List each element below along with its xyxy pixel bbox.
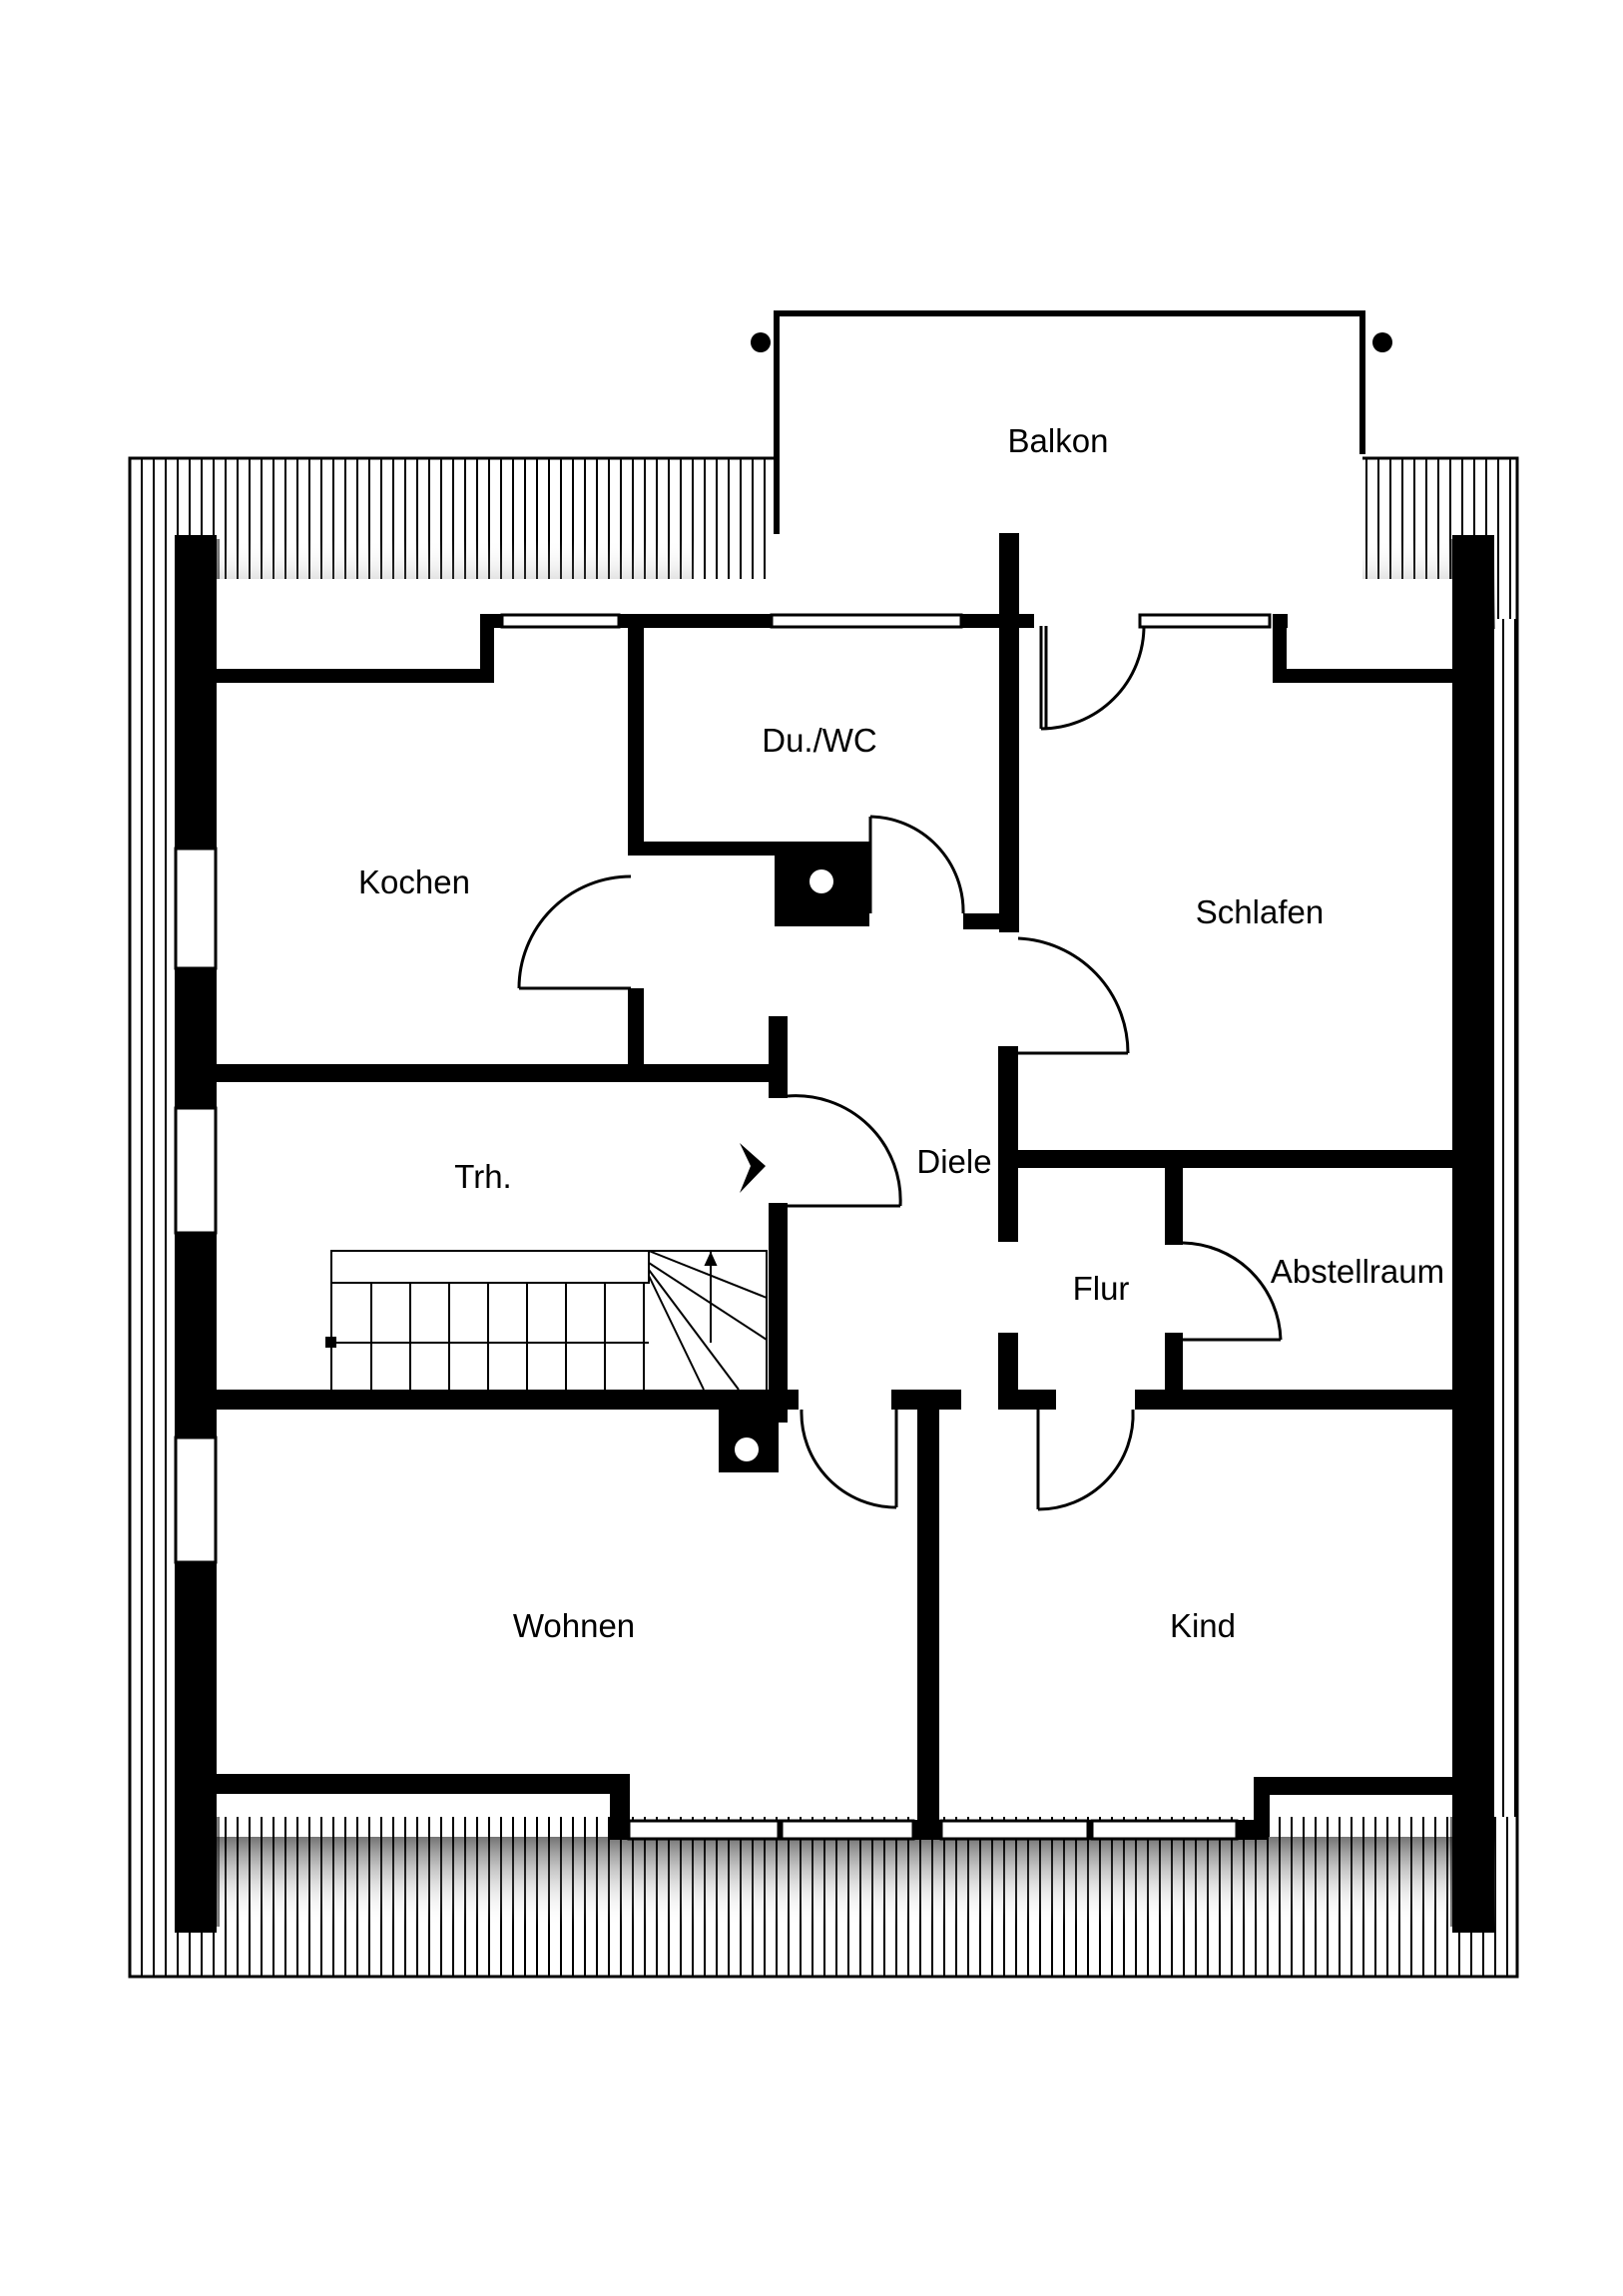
room-label-abstellraum: Abstellraum — [1271, 1253, 1444, 1290]
balcony — [751, 310, 1392, 534]
room-label-kind: Kind — [1170, 1607, 1236, 1644]
room-label-du-wc: Du./WC — [762, 722, 877, 759]
chimneys — [735, 869, 833, 1461]
room-label-diele: Diele — [916, 1143, 991, 1180]
roof-outline — [128, 456, 1519, 1979]
windows — [174, 613, 1272, 1841]
room-label-kochen: Kochen — [358, 863, 470, 900]
room-label-balkon: Balkon — [1008, 422, 1109, 459]
room-label-wohnen: Wohnen — [513, 1607, 635, 1644]
door-swings — [517, 625, 1283, 1511]
room-label-schlafen: Schlafen — [1196, 893, 1324, 930]
staircase — [325, 1250, 768, 1391]
room-label-flur: Flur — [1073, 1270, 1130, 1307]
room-label-trh: Trh. — [454, 1158, 511, 1195]
entrance-arrow-icon — [740, 1143, 766, 1193]
